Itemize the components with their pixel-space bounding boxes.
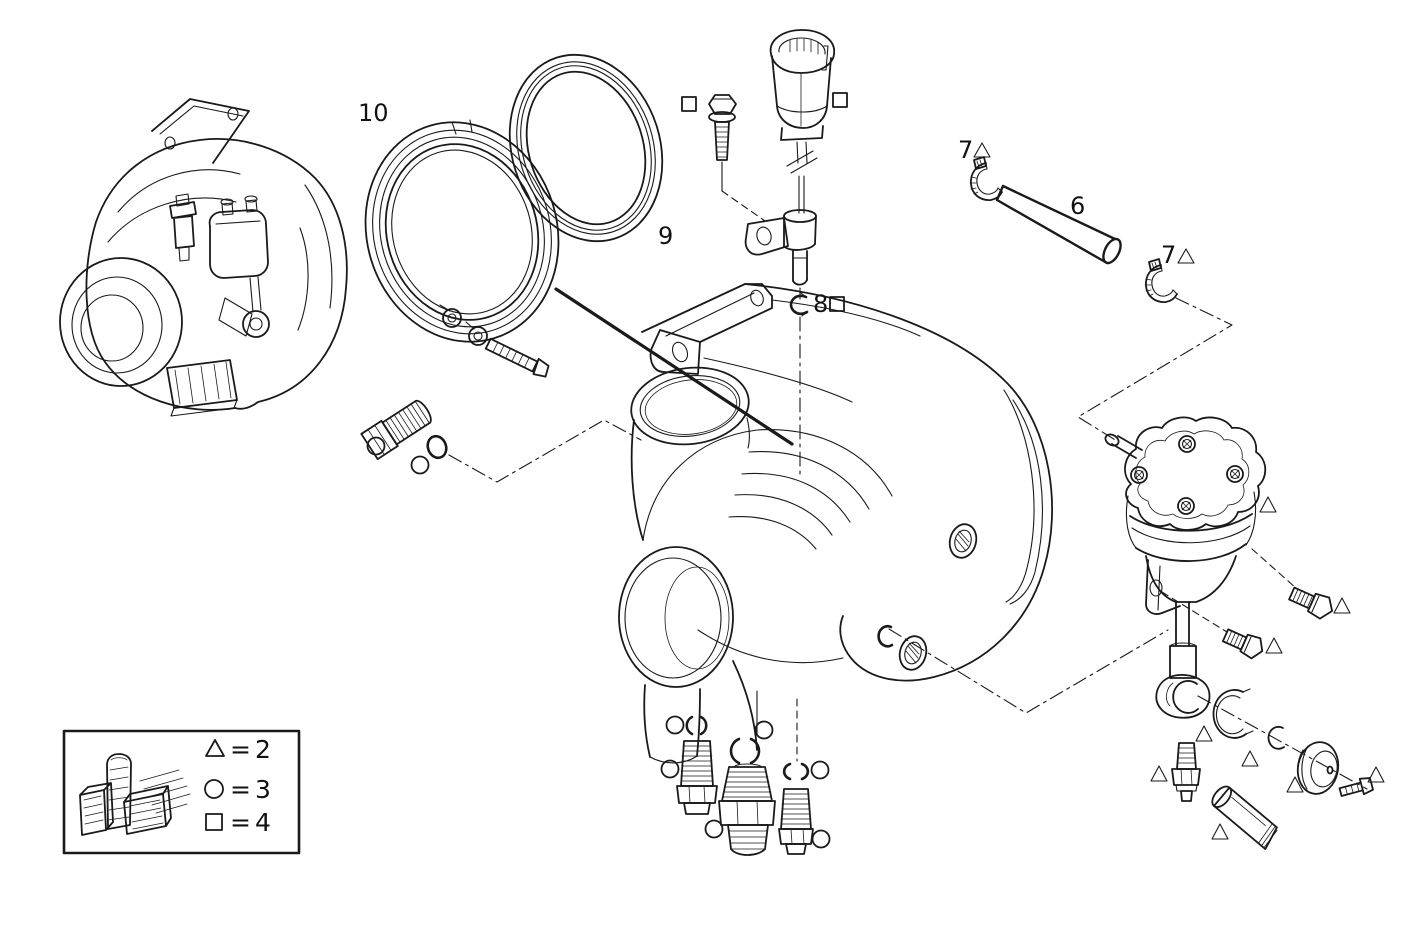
end-disc [1296,741,1340,795]
leader-line-clamp [554,287,794,446]
retaining-clip [789,292,809,317]
hose-clamp-upper [969,156,1003,201]
fitting-right [778,788,814,855]
mounting-bracket [641,283,921,403]
bolt-leader-lower [1161,591,1228,633]
cover-screw [1226,465,1244,483]
o-ring-marker-circle [366,436,386,456]
hose-routing-line [1077,297,1233,442]
oil-port-boss-upper [948,523,978,559]
hex-bolt [1288,586,1333,620]
actuator-cover [1124,416,1267,531]
o-ring-marker-circle [754,720,774,740]
rod-parts-axis-line [1197,695,1368,790]
callout-7-lower: 7 [1161,241,1176,269]
legend-square-icon [205,813,223,831]
legend-value-triangle: 2 [255,735,271,764]
snap-ring-large [1212,688,1254,739]
legend-circle-icon [204,779,224,799]
fitting-left [676,740,718,815]
o-ring-marker-circle [811,829,831,849]
actuator-rod [1169,601,1197,679]
turbocharger-main [618,283,1169,764]
bolt-leader-upper [1251,548,1297,589]
legend-equals: = [230,808,251,837]
legend-packages [79,753,191,836]
callout-10: 10 [358,99,389,127]
adapter-fitting [360,399,432,460]
adapter-routing-line [448,419,642,483]
cover-screw [1177,497,1195,515]
rod-clamp [1155,674,1211,719]
pin-bolt [1338,777,1374,797]
triangle-marker [1195,725,1213,742]
triangle-marker [1333,597,1351,614]
snap-ring [685,715,708,736]
sensor-body [744,209,817,256]
turbocharger-assembly-complete [59,98,348,417]
o-ring-marker-circle [660,759,680,779]
triangle-marker-7-upper [973,142,991,158]
adapter-fitting-group [360,399,642,483]
legend-row-circle: = 3 [204,775,271,804]
o-ring-marker-circle [704,819,724,839]
legend-triangle-icon [205,739,225,757]
callout-7-upper: 7 [958,136,973,164]
mounting-bolt [708,94,766,222]
seal-ring: 9 [508,53,673,250]
v-band-clamp: 10 [358,99,560,378]
o-ring [426,434,448,460]
installed-speed-sensor [169,193,197,262]
legend-row-square: = 4 [205,808,271,837]
actuator-rod-routing-line [888,628,1169,714]
sealant-tube [1211,785,1278,850]
sensor-connector [769,29,835,141]
triangle-marker [1367,766,1385,783]
o-ring-marker-circle [410,455,430,475]
callout-6: 6 [1070,192,1085,220]
triangle-marker [1259,496,1277,513]
triangle-marker [1150,765,1168,782]
snap-ring [729,737,761,765]
actuator-inlet-tube [1104,433,1143,459]
installed-actuator [208,195,270,338]
legend-value-circle: 3 [255,775,271,804]
exhaust-outlet [618,546,734,688]
o-ring-marker-circle [810,760,830,780]
fitting-center [718,763,776,856]
gasket-marker-square [681,96,697,112]
cover-screw [1130,466,1148,484]
snap-ring [782,762,810,781]
legend-value-square: 4 [255,808,271,837]
triangle-marker [1241,750,1259,767]
clamp-t-bolt [484,337,550,378]
speed-sensor-group: 8 [681,29,848,480]
hose [995,184,1122,265]
cover-screw [1178,435,1196,453]
legend-box: = 2 = 3 = 4 [62,729,301,855]
oil-port-boss-lower [898,635,928,671]
actuator-body [1125,491,1257,615]
snap-ring-on-boss [877,625,894,648]
hex-bolt [1221,628,1264,660]
stud-fitting [1171,742,1201,802]
oil-fittings-group [660,690,831,856]
wastegate-actuator-group [1104,416,1385,850]
o-ring-marker-circle [665,715,685,735]
triangle-marker-7-lower [1177,248,1195,264]
triangle-marker [1265,637,1283,654]
triangle-marker [1211,823,1229,840]
compressor-inlet [630,366,750,541]
snap-ring-small [1267,725,1285,750]
sensor-cable [786,141,818,214]
callout-9: 9 [658,222,673,250]
legend-row-triangle: = 2 [205,735,271,764]
hose-group: 6 7 7 [958,136,1233,442]
triangle-marker [1286,776,1304,793]
gasket-marker-square-2 [832,92,848,108]
sensor-probe [792,250,808,286]
legend-equals: = [230,735,251,764]
legend-equals: = [230,775,251,804]
